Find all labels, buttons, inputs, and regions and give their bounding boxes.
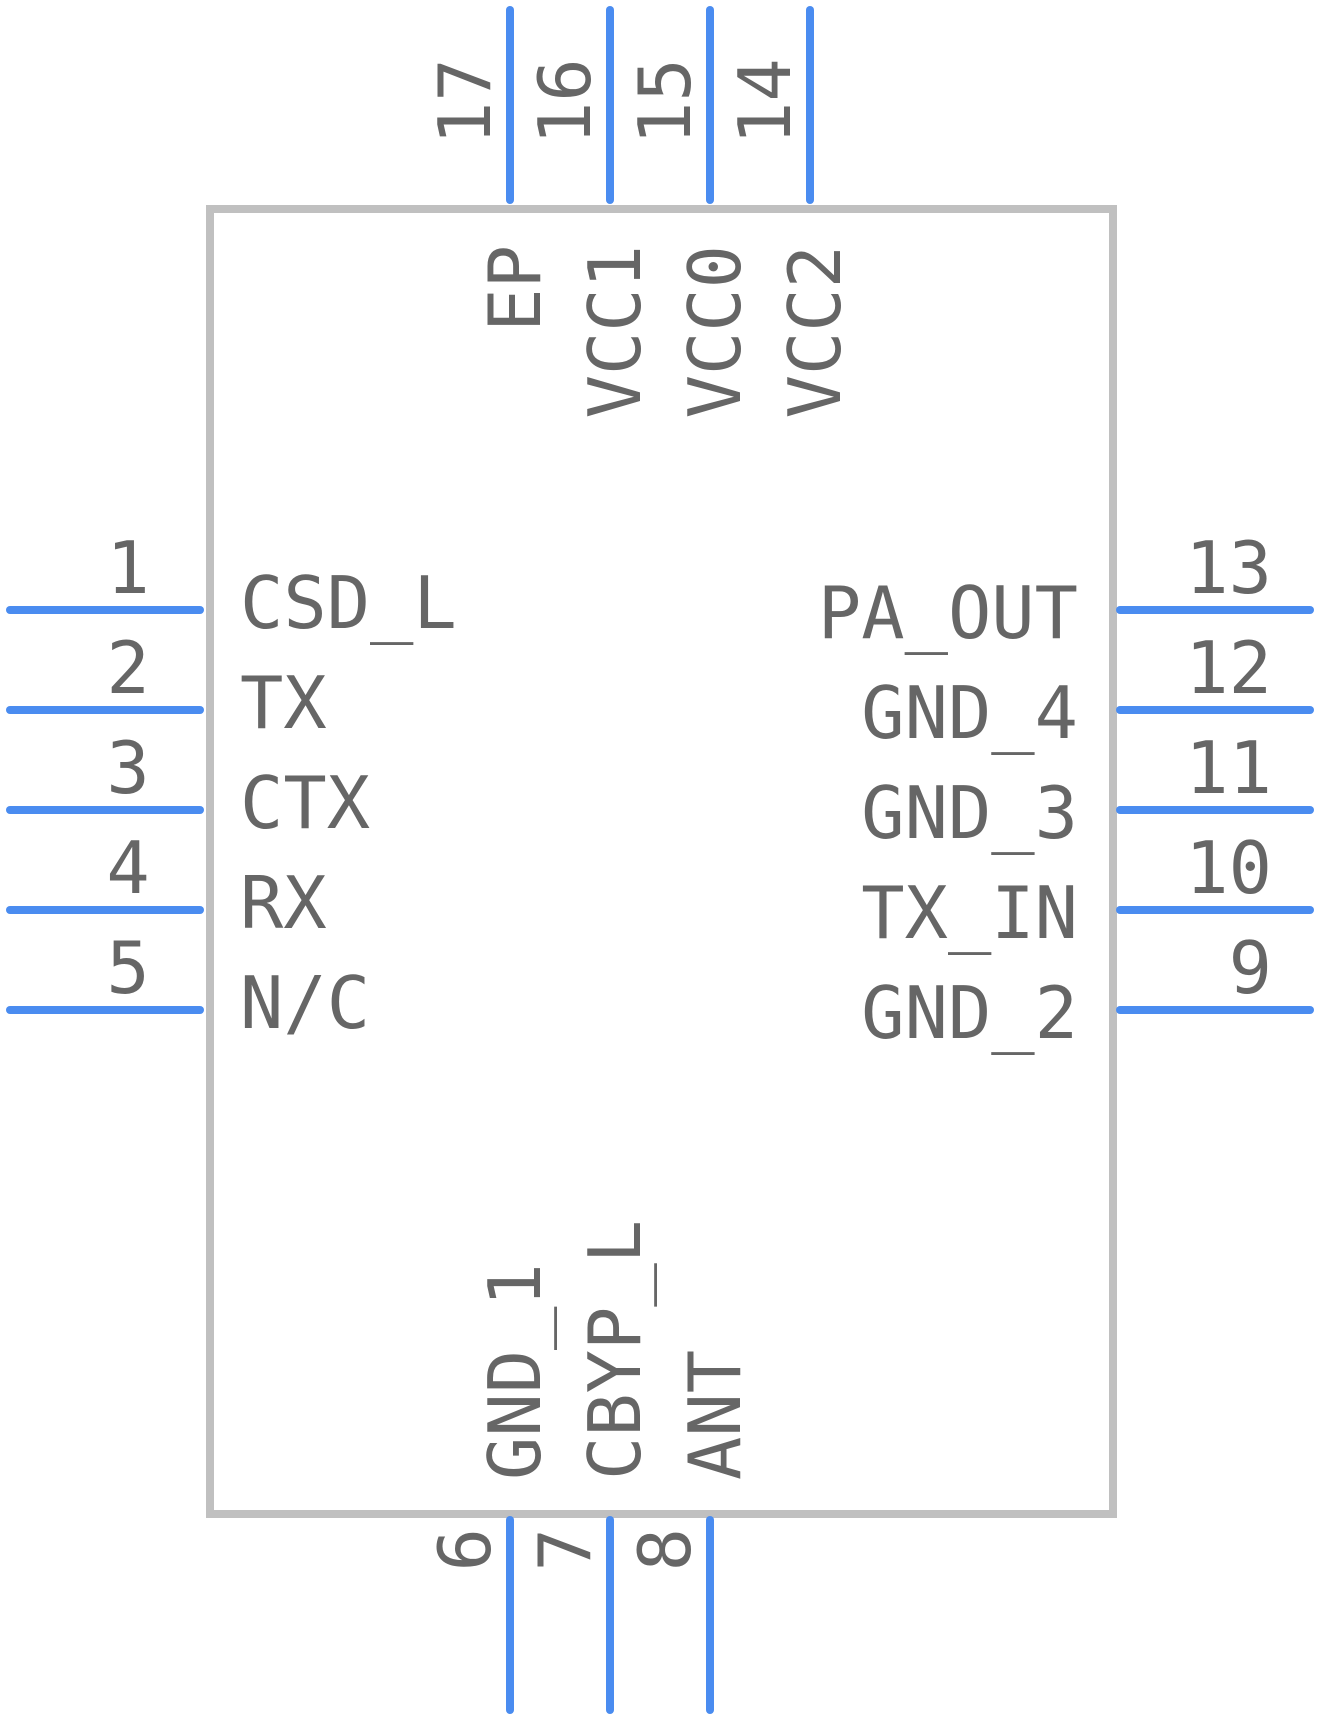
pin-13-number: 13	[1185, 526, 1272, 610]
pin-8-name: ANT	[673, 1350, 757, 1480]
pin-14-name: VCC2	[773, 245, 857, 418]
pin-6-name: GND_1	[473, 1263, 557, 1480]
pin-1-number: 1	[106, 526, 149, 610]
pin-4-number: 4	[106, 826, 149, 910]
pin-8-number: 8	[623, 1528, 707, 1571]
pin-3-name: CTX	[240, 761, 370, 845]
pin-4-name: RX	[240, 861, 327, 945]
pin-10-number: 10	[1185, 826, 1272, 910]
pin-1-name: CSD_L	[240, 561, 457, 645]
pin-16-number: 16	[523, 58, 607, 145]
pin-9-name: GND_2	[861, 971, 1078, 1055]
pin-12-number: 12	[1185, 626, 1272, 710]
pin-11-name: GND_3	[861, 771, 1078, 855]
pin-5-name: N/C	[240, 961, 370, 1045]
pin-7-name: CBYP_L	[573, 1220, 657, 1480]
pin-6-number: 6	[423, 1528, 507, 1571]
pin-14-number: 14	[723, 58, 807, 145]
pin-9-number: 9	[1229, 926, 1272, 1010]
pin-2-number: 2	[106, 626, 149, 710]
pin-10-name: TX_IN	[861, 871, 1078, 955]
ic-body	[206, 205, 1117, 1518]
pin-17-name: EP	[473, 245, 557, 332]
pin-12-name: GND_4	[861, 671, 1078, 755]
pin-5-number: 5	[106, 926, 149, 1010]
pin-17-number: 17	[423, 58, 507, 145]
pin-7-number: 7	[523, 1528, 607, 1571]
pin-15-number: 15	[623, 58, 707, 145]
pin-15-name: VCC0	[673, 245, 757, 418]
pin-2-name: TX	[240, 661, 327, 745]
pin-13-name: PA_OUT	[818, 571, 1078, 655]
pin-16-name: VCC1	[573, 245, 657, 418]
pin-3-number: 3	[106, 726, 149, 810]
pin-11-number: 11	[1185, 726, 1272, 810]
